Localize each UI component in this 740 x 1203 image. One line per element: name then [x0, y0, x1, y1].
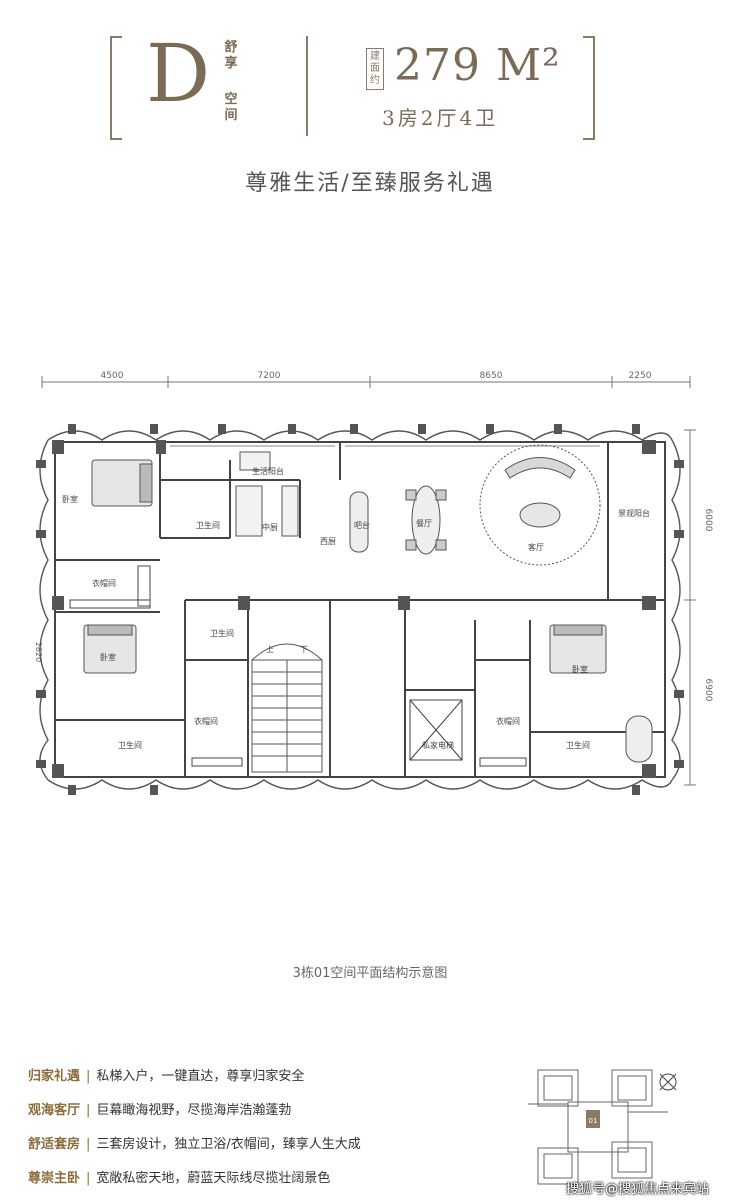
dim-top-1: 4500: [101, 371, 124, 381]
label-bedroom-w: 卧室: [100, 652, 116, 662]
dimension-line-top: [41, 376, 691, 388]
label-closet-mid: 衣帽间: [194, 716, 218, 726]
label-living: 客厅: [528, 542, 544, 552]
living-sofa-set: [479, 444, 601, 566]
feature-label: 观海客厅: [28, 1103, 81, 1118]
label-bar: 吧台: [354, 520, 370, 530]
feature-row-3: 舒适套房|三套房设计，独立卫浴/衣帽间，臻享人生大成: [28, 1137, 361, 1152]
dim-right-2: 6900: [703, 679, 713, 702]
area-tag: 建面约: [366, 48, 384, 90]
plan-caption: 3栋01空间平面结构示意图: [292, 966, 448, 981]
label-view-balcony: 景观阳台: [618, 508, 650, 518]
label-closet-w: 衣帽间: [92, 578, 116, 588]
feature-text: 宽敞私密天地，蔚蓝天际线尽揽壮阔景色: [96, 1171, 331, 1186]
feature-label: 归家礼遇: [28, 1069, 81, 1084]
facade-columns: [36, 424, 684, 795]
key-plan: 01: [528, 1069, 677, 1185]
dim-top-2: 7200: [258, 371, 281, 381]
slogan: 尊雅生活/至臻服务礼遇: [245, 171, 495, 196]
vertical-text-comfort: 舒享: [224, 40, 238, 71]
label-stair-down: 下: [300, 645, 308, 654]
header-separator: [306, 36, 308, 136]
feature-row-4: 尊崇主卧|宽敞私密天地，蔚蓝天际线尽揽壮阔景色: [28, 1171, 331, 1186]
label-bedroom-nw: 卧室: [62, 494, 78, 504]
label-bathroom-mid: 卫生间: [210, 628, 234, 638]
bathtub-e: [625, 715, 653, 763]
feature-label: 舒适套房: [28, 1137, 81, 1152]
floor-plan: 4500 7200 8650 2250 6000 6900 2820: [34, 371, 713, 795]
kitchen-counters: [235, 451, 299, 537]
label-utility-balcony: 生活阳台: [252, 466, 284, 476]
feature-text: 三套房设计，独立卫浴/衣帽间，臻享人生大成: [96, 1137, 361, 1152]
private-elevator: [409, 699, 463, 761]
label-west-kitchen: 西厨: [320, 537, 336, 546]
feature-row-2: 观海客厅|巨幕瞰海视野，尽揽海岸浩瀚蓬勃: [28, 1103, 292, 1118]
label-closet-e: 衣帽间: [496, 716, 520, 726]
dim-left: 2820: [34, 642, 43, 662]
keyplan-unit: 01: [589, 1117, 598, 1125]
header-bracket-right: [583, 36, 595, 140]
north-compass-icon: [659, 1073, 677, 1091]
dining-table: [405, 485, 447, 555]
unit-layout: 3房2厅4卫: [382, 106, 499, 130]
dim-top-4: 2250: [629, 371, 652, 381]
vertical-text-space: 空间: [224, 92, 238, 123]
label-dining: 餐厅: [416, 519, 432, 528]
feature-text: 私梯入户，一键直达，尊享归家安全: [96, 1069, 305, 1084]
bed-e: [549, 624, 607, 674]
unit-letter: D: [146, 27, 211, 120]
bar-counter: [349, 491, 369, 553]
bed-nw: [91, 459, 153, 507]
header-bracket-left: [110, 36, 122, 140]
structural-columns: [52, 440, 656, 778]
label-bathroom-e: 卫生间: [566, 740, 590, 750]
label-stair-up: 上: [266, 645, 274, 654]
label-bathroom-n: 卫生间: [196, 520, 220, 530]
bed-w: [83, 624, 137, 674]
label-kitchen: 中厨: [262, 522, 278, 532]
label-elevator: 私家电梯: [422, 740, 454, 750]
label-bedroom-e: 卧室: [572, 664, 588, 674]
watermark: 搜狐号@搜狐焦点来宾站: [566, 1182, 710, 1197]
closet-racks: [69, 565, 527, 767]
dim-top-3: 8650: [480, 371, 503, 381]
stairs: [251, 643, 323, 773]
feature-text: 巨幕瞰海视野，尽揽海岸浩瀚蓬勃: [96, 1103, 292, 1118]
label-bathroom-sw: 卫生间: [118, 740, 142, 750]
feature-label: 尊崇主卧: [28, 1171, 81, 1186]
dim-right-1: 6000: [703, 509, 713, 532]
dimension-line-right: [684, 429, 696, 786]
keyplan-highlight: [586, 1110, 600, 1128]
feature-row-1: 归家礼遇|私梯入户，一键直达，尊享归家安全: [28, 1069, 305, 1084]
unit-area: 279 M²: [394, 40, 561, 91]
interior-walls: [54, 441, 666, 778]
